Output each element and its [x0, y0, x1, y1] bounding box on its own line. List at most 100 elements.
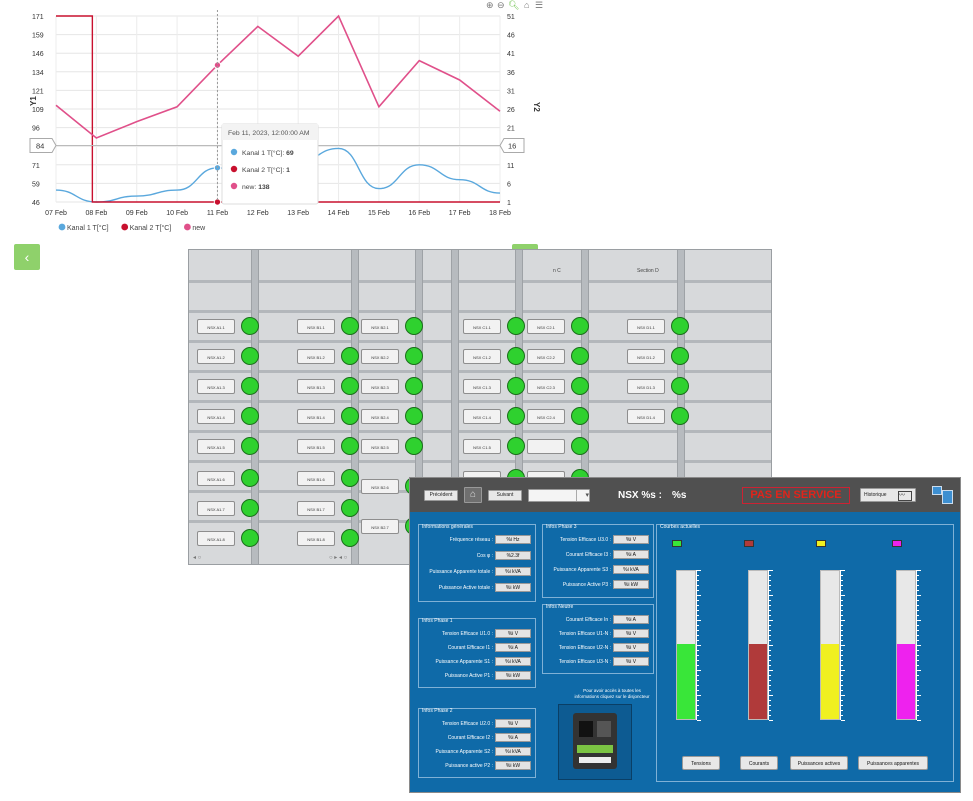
- breaker-label-button[interactable]: NSX C1.4: [463, 409, 501, 424]
- breaker-label-button[interactable]: NSX C1.2: [463, 349, 501, 364]
- series-line-2: [55, 14, 501, 139]
- breaker-label-button[interactable]: NSX A1.2: [197, 349, 235, 364]
- breaker-nsx-b1-2[interactable]: NSX B1.2: [297, 346, 363, 368]
- breaker-nsx-d1-2[interactable]: NSX D1.2: [627, 346, 693, 368]
- breaker-label-button[interactable]: NSX D1.4: [627, 409, 665, 424]
- breaker-label-button[interactable]: NSX B2.6: [361, 479, 399, 494]
- chart-toolbar[interactable]: ⊕ ⊖ 🔍︎ ⌂ ☰: [486, 0, 543, 10]
- breaker-label-button[interactable]: NSX A1.3: [197, 379, 235, 394]
- breaker-label-button[interactable]: NSX B2.7: [361, 519, 399, 534]
- breaker-empty[interactable]: [527, 436, 593, 458]
- scroll-arrow-left-icon[interactable]: ◂ ○: [193, 555, 202, 561]
- field-value: %i Hz: [495, 535, 531, 544]
- breaker-nsx-a1-5[interactable]: NSX A1.5: [197, 436, 263, 458]
- breaker-nsx-a1-8[interactable]: NSX A1.8: [197, 528, 263, 550]
- previous-button[interactable]: Précédent: [424, 490, 458, 501]
- breaker-nsx-a1-7[interactable]: NSX A1.7: [197, 498, 263, 520]
- x-tick-label: 13 Feb: [287, 210, 309, 217]
- breaker-label-button[interactable]: NSX C2.1: [527, 319, 565, 334]
- bottom-button-courants[interactable]: Courants: [740, 756, 778, 770]
- breaker-label-button[interactable]: NSX B1.8: [297, 531, 335, 546]
- breaker-label-button[interactable]: NSX D1.2: [627, 349, 665, 364]
- next-button[interactable]: Suivant: [488, 490, 522, 501]
- breaker-label-button[interactable]: NSX C2.2: [527, 349, 565, 364]
- bottom-button-tensions[interactable]: Tensions: [682, 756, 720, 770]
- breaker-nsx-b2-1[interactable]: NSX B2.1: [361, 316, 427, 338]
- breaker-nsx-b1-6[interactable]: NSX B1.6: [297, 468, 363, 490]
- home-icon[interactable]: ⌂: [524, 0, 529, 10]
- scroll-arrow-right-icon[interactable]: ○ ▸ ◂ ○: [329, 555, 348, 561]
- breaker-nsx-a1-6[interactable]: NSX A1.6: [197, 468, 263, 490]
- breaker-nsx-b1-1[interactable]: NSX B1.1: [297, 316, 363, 338]
- breaker-label-button[interactable]: NSX B1.3: [297, 379, 335, 394]
- breaker-nsx-b1-5[interactable]: NSX B1.5: [297, 436, 363, 458]
- breaker-nsx-b2-3[interactable]: NSX B2.3: [361, 376, 427, 398]
- breaker-image[interactable]: [558, 704, 632, 780]
- breaker-nsx-c2-3[interactable]: NSX C2.3: [527, 376, 593, 398]
- breaker-nsx-b1-4[interactable]: NSX B1.4: [297, 406, 363, 428]
- breaker-nsx-a1-2[interactable]: NSX A1.2: [197, 346, 263, 368]
- breaker-nsx-b1-3[interactable]: NSX B1.3: [297, 376, 363, 398]
- x-tick-label: 16 Feb: [408, 210, 430, 217]
- breaker-label-button[interactable]: NSX A1.7: [197, 501, 235, 516]
- breaker-nsx-b2-4[interactable]: NSX B2.4: [361, 406, 427, 428]
- zoom-out-icon[interactable]: ⊖: [497, 0, 505, 10]
- menu-icon[interactable]: ☰: [535, 0, 543, 10]
- home-button[interactable]: ⌂: [464, 487, 482, 503]
- bottom-button-puissances-apparentes[interactable]: Puissances apparentes: [858, 756, 928, 770]
- breaker-label-button[interactable]: NSX B2.1: [361, 319, 399, 334]
- y2-tick-label: 46: [507, 33, 515, 40]
- breaker-label-button[interactable]: NSX A1.1: [197, 319, 235, 334]
- breaker-nsx-d1-1[interactable]: NSX D1.1: [627, 316, 693, 338]
- breaker-label-button[interactable]: NSX B1.6: [297, 471, 335, 486]
- breaker-nsx-d1-3[interactable]: NSX D1.3: [627, 376, 693, 398]
- magnify-icon[interactable]: 🔍︎: [508, 0, 519, 10]
- breaker-label-button[interactable]: NSX C1.1: [463, 319, 501, 334]
- breaker-label-button[interactable]: NSX B2.2: [361, 349, 399, 364]
- breaker-label-button[interactable]: NSX B1.4: [297, 409, 335, 424]
- breaker-select[interactable]: ▾: [528, 489, 590, 502]
- breaker-label-button[interactable]: NSX B2.3: [361, 379, 399, 394]
- breaker-label-button[interactable]: NSX B1.7: [297, 501, 335, 516]
- scale-tick: [841, 720, 845, 721]
- breaker-label-button[interactable]: NSX A1.6: [197, 471, 235, 486]
- bar-legend-swatch: [672, 540, 682, 547]
- breaker-label-button[interactable]: NSX D1.3: [627, 379, 665, 394]
- breaker-label-button[interactable]: NSX B1.5: [297, 439, 335, 454]
- breaker-label-button[interactable]: NSX C2.4: [527, 409, 565, 424]
- breaker-label-button[interactable]: [527, 439, 565, 454]
- breaker-label-button[interactable]: NSX A1.5: [197, 439, 235, 454]
- breaker-nsx-b1-7[interactable]: NSX B1.7: [297, 498, 363, 520]
- bottom-button-puissances-actives[interactable]: Puissances actives: [790, 756, 848, 770]
- zoom-in-icon[interactable]: ⊕: [486, 0, 494, 10]
- breaker-nsx-a1-3[interactable]: NSX A1.3: [197, 376, 263, 398]
- breaker-nsx-c1-3[interactable]: NSX C1.3: [463, 376, 529, 398]
- breaker-nsx-b2-2[interactable]: NSX B2.2: [361, 346, 427, 368]
- breaker-nsx-d1-4[interactable]: NSX D1.4: [627, 406, 693, 428]
- breaker-label-button[interactable]: NSX B1.2: [297, 349, 335, 364]
- breaker-nsx-c1-5[interactable]: NSX C1.5: [463, 436, 529, 458]
- carousel-prev-button[interactable]: ‹: [14, 244, 40, 270]
- breaker-nsx-b2-5[interactable]: NSX B2.5: [361, 436, 427, 458]
- breaker-nsx-c1-2[interactable]: NSX C1.2: [463, 346, 529, 368]
- historique-button[interactable]: Historique 〰: [860, 488, 916, 502]
- breaker-label-button[interactable]: NSX C1.3: [463, 379, 501, 394]
- breaker-nsx-c1-4[interactable]: NSX C1.4: [463, 406, 529, 428]
- breaker-nsx-c2-2[interactable]: NSX C2.2: [527, 346, 593, 368]
- breaker-label-button[interactable]: NSX B2.4: [361, 409, 399, 424]
- breaker-label-button[interactable]: NSX A1.4: [197, 409, 235, 424]
- breaker-nsx-c2-1[interactable]: NSX C2.1: [527, 316, 593, 338]
- breaker-label-button[interactable]: NSX B2.5: [361, 439, 399, 454]
- breaker-nsx-b1-8[interactable]: NSX B1.8: [297, 528, 363, 550]
- breaker-nsx-a1-4[interactable]: NSX A1.4: [197, 406, 263, 428]
- breaker-label-button[interactable]: NSX C2.3: [527, 379, 565, 394]
- breaker-nsx-a1-1[interactable]: NSX A1.1: [197, 316, 263, 338]
- breaker-label-button[interactable]: NSX A1.8: [197, 531, 235, 546]
- network-icon[interactable]: [932, 486, 953, 504]
- breaker-nsx-c2-4[interactable]: NSX C2.4: [527, 406, 593, 428]
- breaker-label-button[interactable]: NSX C1.5: [463, 439, 501, 454]
- breaker-label-button[interactable]: NSX B1.1: [297, 319, 335, 334]
- breaker-nsx-c1-1[interactable]: NSX C1.1: [463, 316, 529, 338]
- breaker-label-button[interactable]: NSX D1.1: [627, 319, 665, 334]
